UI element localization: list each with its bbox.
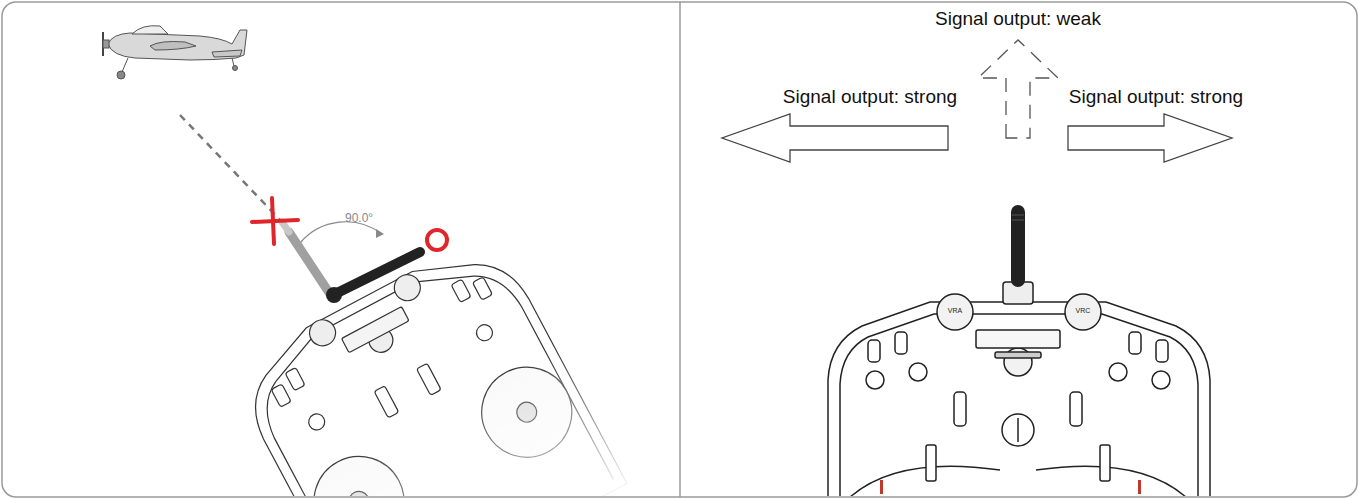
- arc-arrowhead: [376, 229, 384, 238]
- antenna-base: [326, 287, 342, 303]
- transmitter: [218, 224, 641, 496]
- correct-mark: [427, 230, 447, 250]
- antenna: [1011, 205, 1025, 287]
- airplane: [103, 26, 247, 79]
- antenna-ribs: [1012, 215, 1024, 220]
- panel-divider: [679, 2, 681, 497]
- antenna-tip: [282, 222, 289, 232]
- angle-value: 90.0°: [345, 212, 373, 226]
- signal-label: Signal output: strong: [1069, 86, 1243, 108]
- line-of-sight: [180, 115, 282, 222]
- transmitter: [828, 282, 1210, 496]
- signal-label: Signal output: weak: [935, 8, 1101, 30]
- strong-signal-arrow: [1068, 114, 1232, 162]
- knob-label: VRC: [1076, 307, 1091, 315]
- antenna-correct: [335, 252, 420, 294]
- strong-signal-arrow: [722, 114, 948, 162]
- antenna-wrong: [289, 232, 330, 294]
- weak-signal-arrow: [978, 40, 1058, 138]
- knob-label: VRA: [948, 307, 962, 315]
- signal-label: Signal output: strong: [783, 86, 957, 108]
- wrong-mark: [252, 198, 298, 244]
